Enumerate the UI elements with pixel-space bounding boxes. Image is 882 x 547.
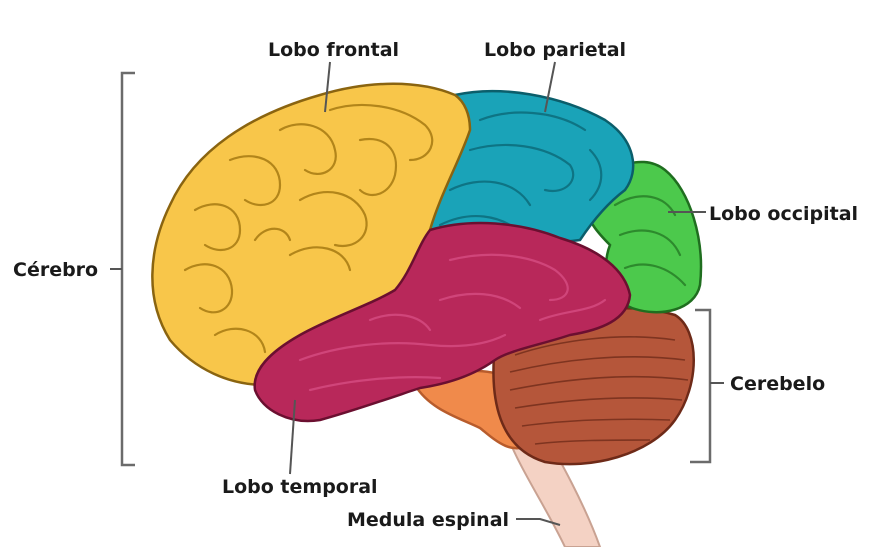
temporal-gyri xyxy=(298,253,607,392)
parietal-leader xyxy=(544,61,556,113)
frontal-gyri xyxy=(183,103,434,354)
label-medula-espinal: Medula espinal xyxy=(347,509,509,531)
label-cerebro: Cérebro xyxy=(13,259,98,281)
label-lobo-parietal: Lobo parietal xyxy=(484,39,626,61)
label-lobo-occipital: Lobo occipital xyxy=(709,203,858,225)
cerebelo-bracket xyxy=(690,308,712,464)
temporal-lobe xyxy=(253,221,632,423)
label-lobo-temporal: Lobo temporal xyxy=(222,476,378,498)
temporal-leader xyxy=(289,399,296,475)
medula-leader xyxy=(516,518,561,526)
label-cerebelo: Cerebelo xyxy=(730,373,825,395)
frontal-leader xyxy=(324,61,331,113)
label-lobo-frontal: Lobo frontal xyxy=(268,39,399,61)
cerebellum-folia xyxy=(509,336,689,445)
cerebro-bracket xyxy=(120,71,135,467)
occipital-gyri xyxy=(613,195,687,287)
